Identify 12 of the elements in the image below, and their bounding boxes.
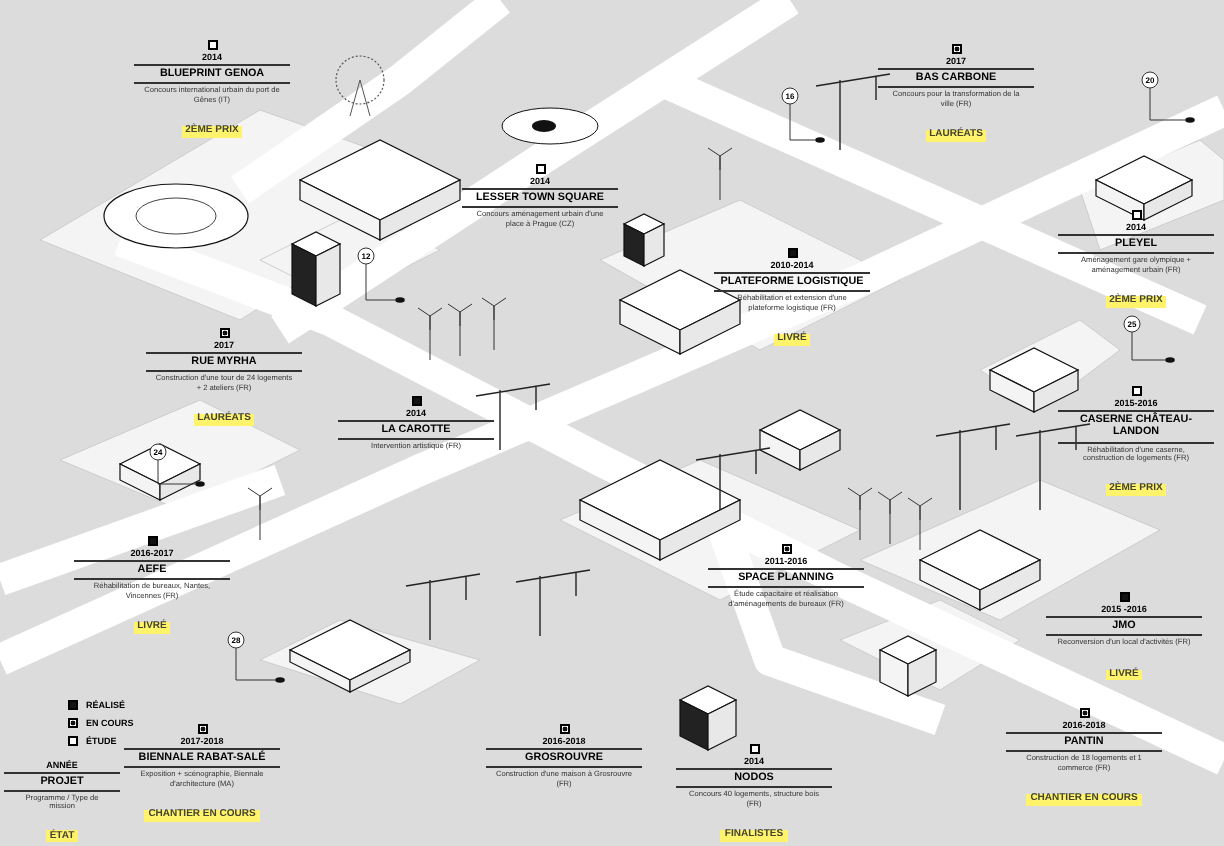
leader-line <box>235 647 276 681</box>
marker-dot <box>815 137 825 143</box>
leader-line <box>365 263 396 301</box>
marker-dot <box>1185 117 1195 123</box>
leader-line <box>1149 87 1186 121</box>
marker-dot <box>395 297 405 303</box>
leader-line <box>789 103 816 141</box>
leader-line <box>157 459 196 485</box>
leader-line <box>1131 331 1166 361</box>
marker-dot <box>275 677 285 683</box>
marker-dot <box>1165 357 1175 363</box>
marker-dot <box>195 481 205 487</box>
